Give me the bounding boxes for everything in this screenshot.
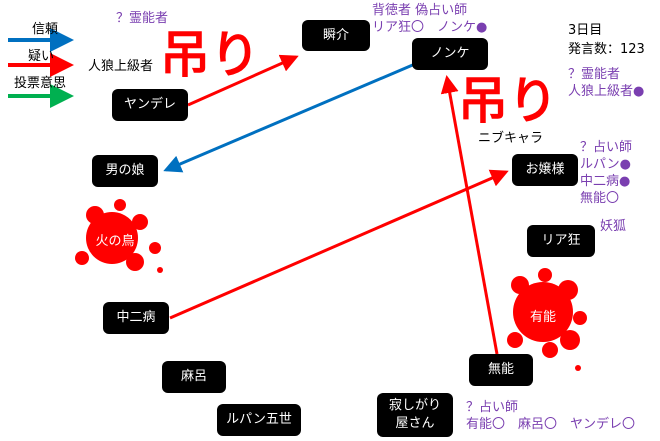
note-line: ？霊能者 [568,67,621,82]
hang-mark: 吊り [458,72,558,130]
node-sabishigari[interactable]: 寂しがり 屋さん [377,393,453,437]
note-right: ？霊能者 人狼上級者● [568,66,644,100]
note-line: ？占い師 [466,400,519,415]
doubt-arrow-munou-nonke [440,75,499,355]
note-yandere: ？霊能者 [116,11,169,26]
day-label: 3日目 [568,23,603,38]
node-yandere[interactable]: ヤンデレ [112,89,188,121]
legend-vote-label: 投票意思 [14,76,67,91]
note-line: ルパン● [580,157,631,172]
legend-trust-label: 信頼 [32,22,59,37]
legend-doubt-label: 疑い [28,49,55,64]
node-shunsuke[interactable]: 瞬介 [302,20,370,51]
note-line: 背徳者 偽占い師 [372,3,468,18]
node-yuunou[interactable]: 有能 [529,310,556,325]
note-ojousama: ？占い師 ルパン● 中二病● 無能〇 [580,139,632,207]
doubt-arrow-yandere-shunsuke [187,54,299,107]
hidden-label-nibu: ニブキャラ [478,131,544,146]
node-nonke[interactable]: ノンケ [412,38,488,70]
node-munou[interactable]: 無能 [469,354,533,386]
trust-arrow-nonke-otokonoko [163,62,416,173]
note-nonke: 背徳者 偽占い師 リア狂〇 ノンケ● [372,2,487,36]
node-sabishigari-line1: 寂しがり [388,398,441,413]
node-lupin[interactable]: ルパン五世 [217,404,301,436]
note-line: 中二病● [580,174,631,189]
blood-splat [75,199,163,273]
blood-splat [507,268,587,371]
post-count: 発言数：123 [568,42,645,57]
node-sabishigari-line2: 屋さん [395,416,435,431]
doubt-arrow-chuunibyou-ojousama [169,169,509,320]
node-otokonoko[interactable]: 男の娘 [92,155,158,187]
hidden-label-jinrou: 人狼上級者 [88,59,154,74]
note-line: 無能〇 [580,191,620,206]
node-riakyou[interactable]: リア狂 [527,225,595,257]
node-maro[interactable]: 麻呂 [162,361,226,393]
node-ojousama[interactable]: お嬢様 [512,154,578,186]
node-chuunibyou[interactable]: 中二病 [103,302,169,334]
hang-mark: 吊り [160,26,260,84]
node-hinotori[interactable]: 火の鳥 [95,234,135,249]
note-line: 人狼上級者● [568,84,645,99]
note-sabishigari: ？占い師 有能〇 麻呂〇 ヤンデレ〇 [466,399,635,433]
note-riakyou: 妖狐 [600,219,627,234]
note-line: 有能〇 麻呂〇 ヤンデレ〇 [466,417,636,432]
note-line: ？占い師 [580,140,633,155]
note-line: リア狂〇 ノンケ● [372,20,488,35]
